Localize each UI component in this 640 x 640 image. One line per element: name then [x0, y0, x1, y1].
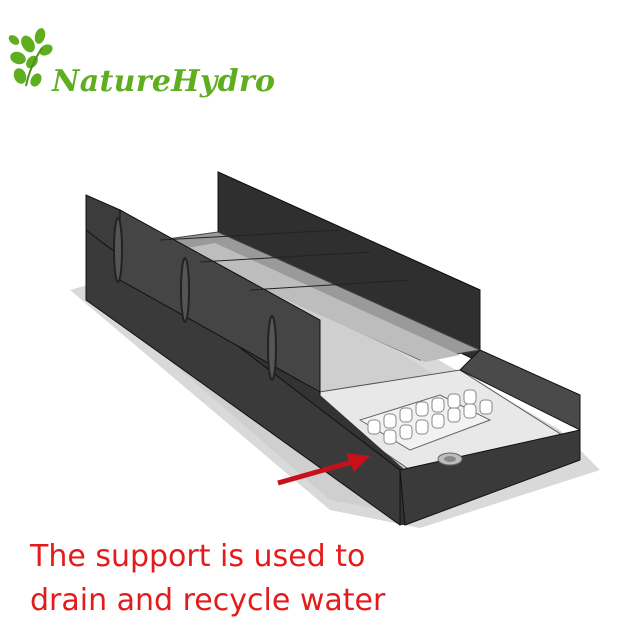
- caption-line-1: The support is used to: [30, 539, 366, 574]
- tray-back-wall: [459, 349, 581, 431]
- caption-line-2: drain and recycle water: [30, 583, 386, 618]
- support-cups: [367, 389, 493, 445]
- support-wires: [159, 229, 411, 291]
- channel-inner: [175, 243, 460, 362]
- arrow-to-support: [277, 453, 370, 486]
- panel-clips: [113, 217, 277, 381]
- brand-name: NatureHydro: [52, 64, 276, 99]
- tray-end-wall: [399, 429, 581, 526]
- channel-tray-illustration: [70, 171, 600, 528]
- brand-logo: NatureHydro: [6, 22, 306, 102]
- leaf-cluster-icon: [8, 28, 53, 87]
- caption: The support is used to drain and recycle…: [30, 535, 630, 623]
